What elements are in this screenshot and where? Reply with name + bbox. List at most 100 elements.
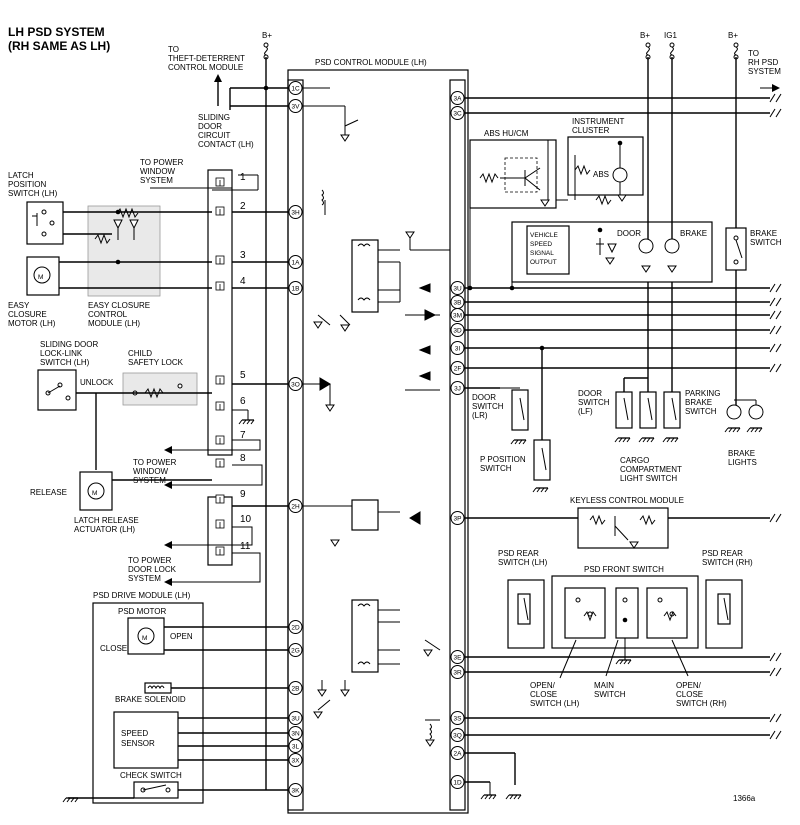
sliding-door-circuit-contact: SLIDING DOOR CIRCUIT CONTACT (LH)	[198, 113, 254, 566]
control-module-internals	[303, 87, 450, 747]
svg-text:RELEASE: RELEASE	[30, 488, 67, 497]
svg-text:3X: 3X	[292, 757, 301, 764]
svg-text:2D: 2D	[291, 624, 300, 631]
right-pin-3a: 3A	[450, 91, 465, 105]
svg-text:MODULE (LH): MODULE (LH)	[88, 319, 140, 328]
latch-release-actuator: RELEASE M LATCH RELEASE ACTUATOR (LH)	[30, 471, 139, 534]
svg-text:TO: TO	[748, 49, 759, 58]
svg-text:MOTOR (LH): MOTOR (LH)	[8, 319, 56, 328]
svg-text:ABS HU/CM: ABS HU/CM	[484, 129, 529, 138]
svg-text:5: 5	[240, 370, 246, 381]
svg-text:SYSTEM: SYSTEM	[140, 176, 173, 185]
bplus-label-top-left: B+	[262, 31, 272, 40]
svg-text:INSTRUMENT: INSTRUMENT	[572, 117, 625, 126]
svg-text:SAFETY LOCK: SAFETY LOCK	[128, 358, 184, 367]
svg-text:SWITCH: SWITCH	[472, 402, 504, 411]
psd-drive-module: PSD DRIVE MODULE (LH) PSD MOTOR M OPEN C…	[92, 591, 204, 804]
svg-text:DOOR: DOOR	[578, 389, 602, 398]
svg-text:(LF): (LF)	[578, 407, 593, 416]
contact-terminal-3: 3	[215, 250, 246, 265]
svg-text:3O: 3O	[291, 381, 300, 388]
svg-text:B+: B+	[640, 31, 650, 40]
brake-switch: BRAKE SWITCH	[725, 227, 782, 410]
abs-hu-cm: ABS HU/CM	[469, 129, 557, 209]
svg-text:CLUSTER: CLUSTER	[572, 126, 610, 135]
contact-terminal-7: 7	[215, 430, 246, 445]
svg-text:3C: 3C	[453, 110, 462, 117]
svg-text:3U: 3U	[453, 285, 462, 292]
svg-text:TO POWER: TO POWER	[133, 458, 177, 467]
svg-text:ABS: ABS	[593, 170, 609, 179]
svg-text:SLIDING DOOR: SLIDING DOOR	[40, 340, 98, 349]
svg-text:B+: B+	[728, 31, 738, 40]
right-pin-3e: 3E	[450, 650, 465, 664]
right-pin-3s: 3S	[450, 711, 465, 725]
svg-text:3V: 3V	[292, 103, 301, 110]
svg-text:3A: 3A	[454, 95, 463, 102]
svg-text:2B: 2B	[292, 685, 300, 692]
instrument-cluster: INSTRUMENT CLUSTER VEHICLE SPEED SIGNAL …	[469, 117, 713, 288]
svg-text:WINDOW: WINDOW	[140, 167, 176, 176]
latch-position-switch: LATCH POSITION SWITCH (LH)	[8, 171, 64, 245]
svg-text:EASY CLOSURE: EASY CLOSURE	[88, 301, 150, 310]
door-switch-lr: DOOR SWITCH (LR)	[472, 387, 529, 445]
figure-id: 1366a	[733, 794, 756, 803]
brake-lights: BRAKE LIGHTS	[724, 399, 764, 467]
right-pin-1d: 1D	[450, 775, 465, 789]
svg-text:WINDOW: WINDOW	[133, 467, 169, 476]
diagram-title-line2: (RH SAME AS LH)	[8, 39, 110, 53]
contact-terminal-1: 1	[215, 172, 246, 187]
svg-text:3H: 3H	[291, 209, 300, 216]
child-safety-lock: CHILD SAFETY LOCK	[122, 349, 198, 406]
svg-text:SWITCH: SWITCH	[594, 690, 626, 699]
svg-text:2G: 2G	[291, 647, 300, 654]
svg-text:1A: 1A	[292, 259, 301, 266]
svg-text:2F: 2F	[454, 365, 462, 372]
svg-text:3U: 3U	[291, 715, 300, 722]
svg-text:THEFT-DETERRENT: THEFT-DETERRENT	[168, 54, 245, 63]
drive-module-wiring	[68, 626, 288, 799]
svg-text:3J: 3J	[454, 385, 461, 392]
svg-text:3L: 3L	[292, 743, 300, 750]
keyless-control-module: KEYLESS CONTROL MODULE	[570, 496, 684, 549]
left-pin-3l: 3L	[288, 739, 303, 753]
svg-text:SYSTEM: SYSTEM	[748, 67, 781, 76]
svg-text:4: 4	[240, 276, 246, 287]
right-pin-3r: 3R	[450, 665, 465, 679]
svg-text:LATCH: LATCH	[8, 171, 34, 180]
svg-text:3P: 3P	[454, 515, 462, 522]
svg-text:1B: 1B	[292, 285, 300, 292]
left-pin-2d: 2D	[288, 620, 303, 634]
svg-text:PSD REAR: PSD REAR	[498, 549, 539, 558]
right-bus-wiring	[465, 97, 770, 785]
left-pin-3n: 3N	[288, 726, 303, 740]
left-pin-3u: 3U	[288, 711, 303, 725]
svg-text:6: 6	[240, 396, 246, 407]
svg-text:CARGO: CARGO	[620, 456, 649, 465]
svg-text:BRAKE: BRAKE	[680, 229, 707, 238]
right-pin-3b: 3B	[450, 295, 465, 309]
svg-text:CONTROL: CONTROL	[88, 310, 128, 319]
right-pin-2f: 2F	[450, 361, 465, 375]
svg-text:M: M	[142, 635, 147, 642]
right-pin-3u: 3U	[450, 281, 465, 295]
svg-text:9: 9	[240, 489, 246, 500]
svg-text:3N: 3N	[291, 730, 300, 737]
svg-text:SWITCH: SWITCH	[685, 407, 717, 416]
svg-text:PSD FRONT SWITCH: PSD FRONT SWITCH	[584, 565, 664, 574]
right-pin-3i: 3I	[450, 341, 465, 355]
svg-text:3S: 3S	[454, 715, 463, 722]
svg-text:3Q: 3Q	[453, 732, 462, 739]
svg-text:SWITCH (RH): SWITCH (RH)	[702, 558, 753, 567]
svg-text:DOOR: DOOR	[617, 229, 641, 238]
left-pin-1b: 1B	[288, 281, 303, 295]
svg-text:1: 1	[240, 172, 246, 183]
svg-text:3E: 3E	[454, 654, 463, 661]
svg-text:SYSTEM: SYSTEM	[128, 574, 161, 583]
svg-text:UNLOCK: UNLOCK	[80, 378, 114, 387]
svg-text:LIGHTS: LIGHTS	[728, 458, 757, 467]
svg-text:SIGNAL: SIGNAL	[530, 250, 554, 257]
svg-text:(LR): (LR)	[472, 411, 488, 420]
